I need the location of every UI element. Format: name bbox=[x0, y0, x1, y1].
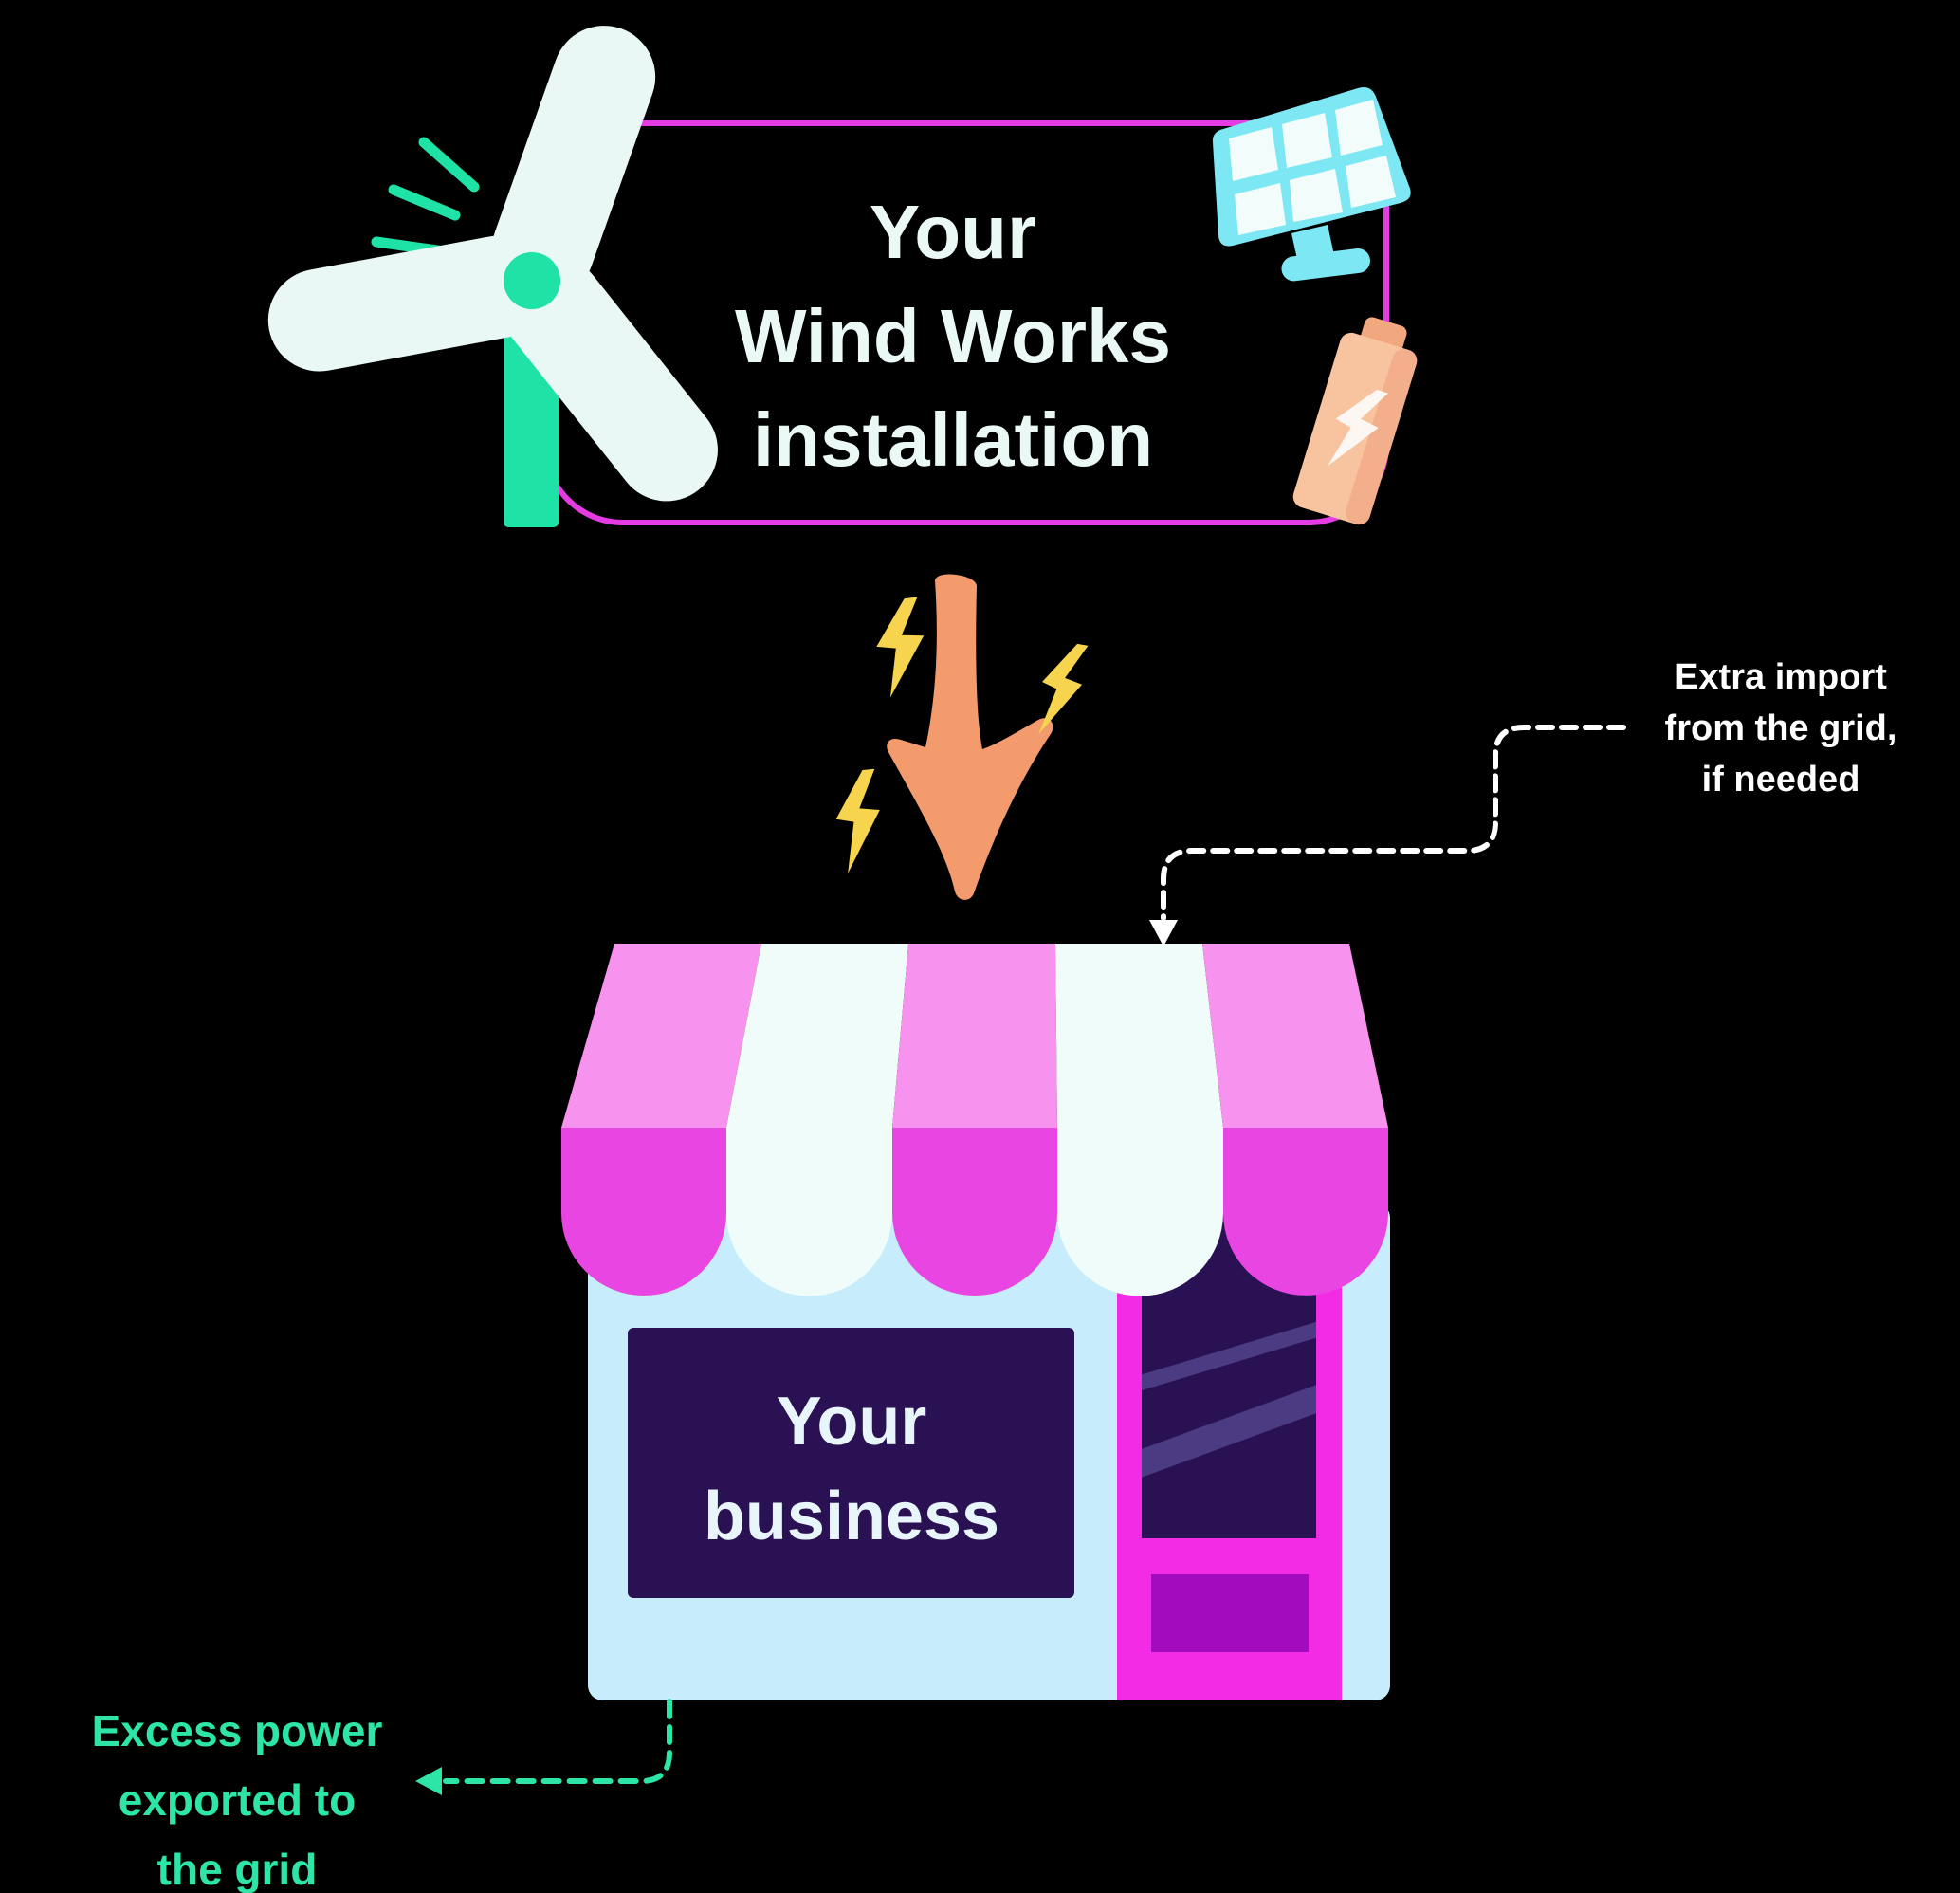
import-arrowhead bbox=[1149, 920, 1178, 946]
battery-lightning-glyph bbox=[1327, 389, 1388, 467]
battery-icon bbox=[1292, 317, 1418, 525]
down-arrow-icon bbox=[887, 574, 1053, 900]
storefront-icon: Your business bbox=[561, 944, 1390, 1700]
card-title-line-1: Your bbox=[870, 190, 1036, 274]
energy-flow-group bbox=[835, 574, 1089, 900]
store-sign bbox=[628, 1328, 1074, 1598]
import-label-line-1: Extra import bbox=[1675, 657, 1887, 697]
turbine-blades bbox=[267, 26, 718, 502]
wind-gust-lines bbox=[371, 137, 480, 257]
lightning-bolt-icon bbox=[1038, 643, 1089, 735]
wind-turbine-icon bbox=[267, 26, 718, 527]
solar-cells bbox=[1229, 100, 1396, 235]
export-label: Excess power exported to the grid bbox=[92, 1706, 383, 1893]
export-arrowhead bbox=[415, 1767, 442, 1795]
dashed-export-arrow bbox=[415, 1699, 672, 1795]
store-awning bbox=[561, 944, 1388, 1296]
import-label-line-2: from the grid, bbox=[1665, 708, 1897, 748]
lightning-bolt-icon bbox=[835, 768, 880, 873]
door-window-reflections bbox=[1142, 1321, 1316, 1478]
dashed-import-arrow bbox=[1149, 725, 1626, 946]
card-title-line-2: Wind Works bbox=[735, 294, 1171, 378]
store-sign-line-1: Your bbox=[777, 1384, 927, 1460]
battery-shade bbox=[1346, 348, 1418, 525]
lightning-bolts bbox=[835, 597, 1089, 873]
import-label-line-3: if needed bbox=[1702, 760, 1860, 799]
export-label-line-2: exported to bbox=[119, 1775, 356, 1825]
import-label: Extra import from the grid, if needed bbox=[1665, 657, 1897, 799]
door-panel bbox=[1151, 1574, 1309, 1652]
turbine-hub bbox=[504, 252, 560, 309]
store-sign-line-2: business bbox=[704, 1479, 999, 1554]
lightning-bolt-icon bbox=[876, 597, 925, 698]
installation-card: Your Wind Works installation bbox=[542, 120, 1389, 525]
solar-panel-icon bbox=[1212, 87, 1411, 282]
export-label-line-3: the grid bbox=[157, 1845, 318, 1893]
card-title-line-3: installation bbox=[753, 397, 1153, 482]
export-label-line-1: Excess power bbox=[92, 1706, 383, 1755]
